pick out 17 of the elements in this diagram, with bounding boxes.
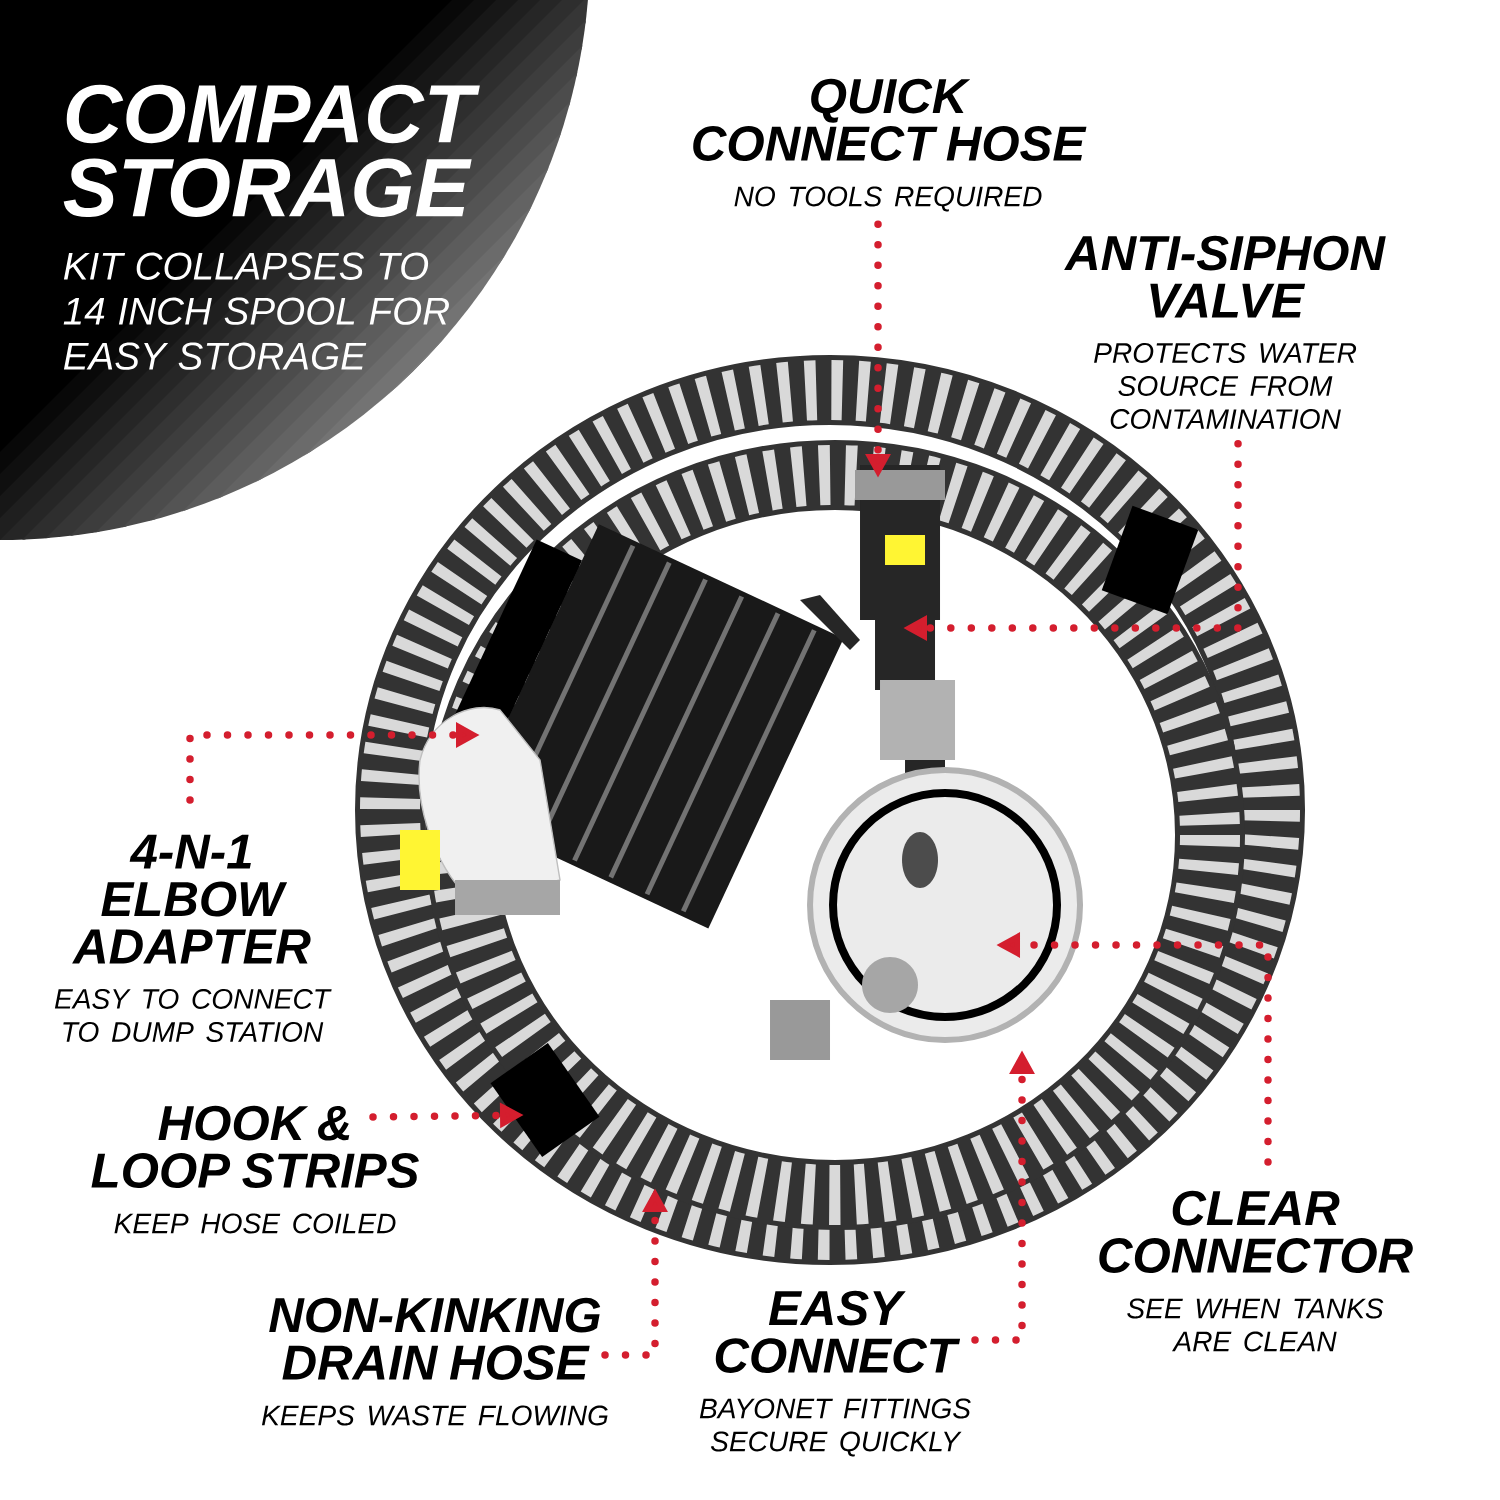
callout-description: NO TOOLS REQUIRED (734, 186, 1042, 212)
callout-description: KEEP HOSE COILED (114, 1213, 396, 1234)
description: KIT COLLAPSES TO 14 INCH SPOOL FOR EASY STORAGE (63, 252, 449, 370)
callout-description: BAYONET FITTINGS SECURE QUICKLY (699, 1398, 971, 1457)
callout-heading: QUICK CONNECT HOSE (693, 78, 1087, 161)
callout-heading: CLEAR CONNECTOR (1099, 1190, 1413, 1273)
callout-heading: NON-KINKING DRAIN HOSE (269, 1297, 601, 1380)
callout-heading: ANTI-SIPHON VALVE (1064, 235, 1386, 318)
callout-heading: EASY CONNECT (715, 1290, 961, 1373)
corner-circle (0, 0, 590, 540)
callout-heading: HOOK & LOOP STRIPS (91, 1105, 419, 1188)
title: COMPACT STORAGE (63, 84, 480, 217)
callout-description: SEE WHEN TANKS ARE CLEAN (1127, 1298, 1384, 1352)
callout-description: EASY TO CONNECT TO DUMP STATION (54, 989, 332, 1042)
callout-heading: 4-N-1 ELBOW ADAPTER (72, 834, 311, 964)
callout-description: PROTECTS WATER SOURCE FROM CONTAMINATION (1094, 343, 1357, 429)
callout-description: KEEPS WASTE FLOWING (261, 1405, 608, 1426)
